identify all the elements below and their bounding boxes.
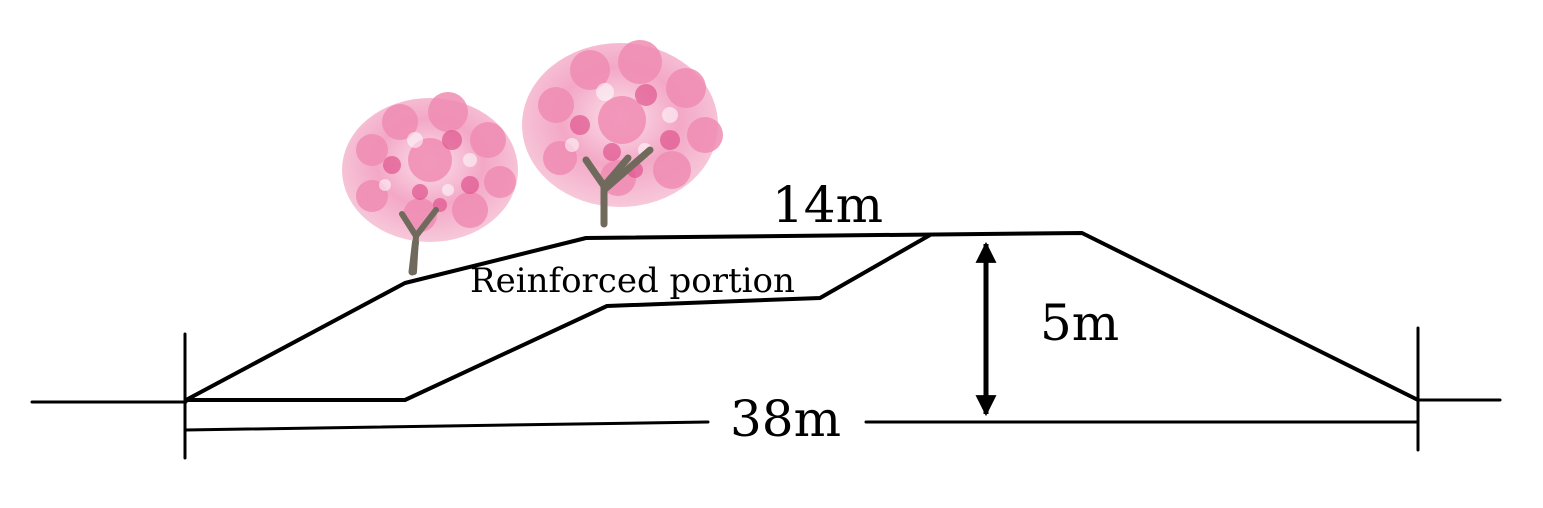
base-dimension-line-left	[183, 420, 710, 432]
cherry-blossom-tree-right	[522, 40, 723, 228]
reinforced-portion-label: Reinforced portion	[470, 261, 795, 301]
cherry-blossom-tree-left	[342, 92, 518, 276]
embankment-outline	[184, 231, 1420, 402]
cherry-blossom-tree-icon	[522, 40, 723, 228]
reinforced-boundary	[184, 233, 932, 402]
top-width-label: 14m	[772, 176, 883, 234]
height-label: 5m	[1040, 294, 1119, 352]
base-width-label: 38m	[730, 390, 841, 448]
cherry-blossom-tree-icon	[342, 92, 518, 276]
